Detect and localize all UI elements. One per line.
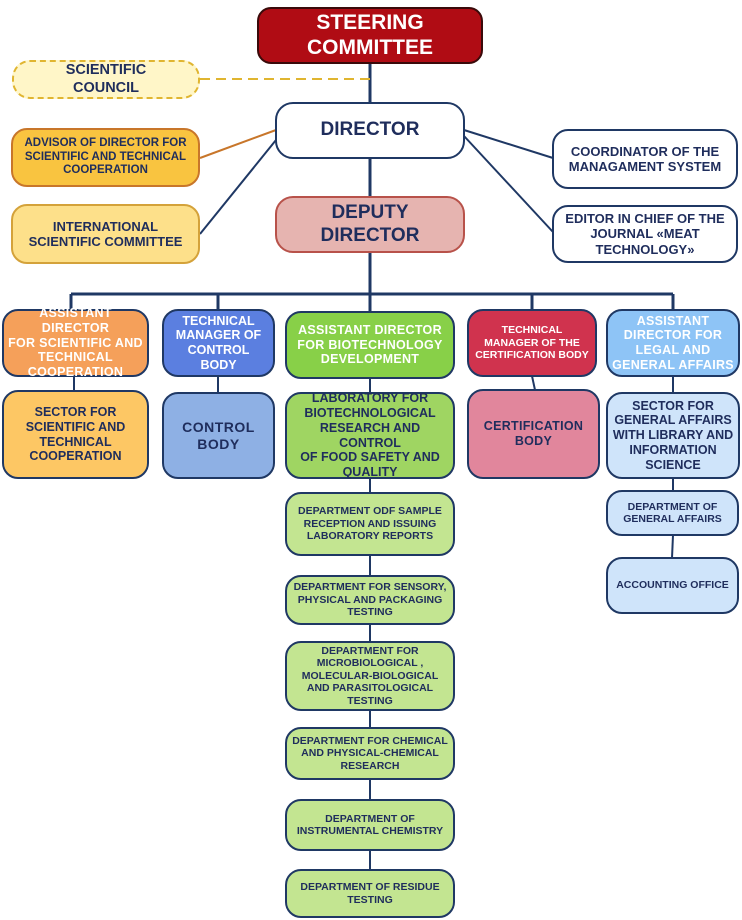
node-tech-manager-certification: TECHNICAL MANAGER OF THE CERTIFICATION B…: [467, 309, 597, 377]
connector-director-advisor: [199, 129, 277, 159]
node-editor-in-chief: EDITOR IN CHIEF OF THE JOURNAL «MEAT TEC…: [552, 205, 738, 263]
node-asst-director-scientific: ASSISTANT DIRECTOR FOR SCIENTIFIC AND TE…: [2, 306, 149, 379]
node-dept-chemical: DEPARTMENT FOR CHEMICAL AND PHYSICAL-CHE…: [285, 727, 455, 780]
connector-director-coordinator: [463, 129, 554, 159]
node-control-body: CONTROL BODY: [162, 392, 275, 479]
connector-director-international: [199, 139, 277, 235]
node-steering-committee: STEERING COMMITTEE: [257, 7, 483, 64]
node-sector-general-affairs: SECTOR FOR GENERAL AFFAIRS WITH LIBRARY …: [606, 392, 740, 479]
connector-dept-general-accounting: [671, 534, 674, 559]
node-director: DIRECTOR: [275, 102, 465, 159]
node-dept-sensory: DEPARTMENT FOR SENSORY, PHYSICAL AND PAC…: [285, 575, 455, 625]
node-dept-general-affairs: DEPARTMENT OF GENERAL AFFAIRS: [606, 490, 739, 536]
node-accounting-office: ACCOUNTING OFFICE: [606, 557, 739, 614]
node-international-committee: INTERNATIONAL SCIENTIFIC COMMITTEE: [11, 204, 200, 264]
node-laboratory: LABORATORY FOR BIOTECHNOLOGICAL RESEARCH…: [285, 391, 455, 479]
node-dept-sample-reception: DEPARTMENT ODF SAMPLE RECEPTION AND ISSU…: [285, 492, 455, 556]
node-dept-microbiological: DEPARTMENT FOR MICROBIOLOGICAL , MOLECUL…: [285, 641, 455, 711]
node-scientific-council: SCIENTIFIC COUNCIL: [12, 60, 200, 99]
node-deputy-director: DEPUTY DIRECTOR: [275, 196, 465, 253]
connector-tech-cert-body: [531, 375, 536, 391]
node-certification-body: CERTIFICATION BODY: [467, 389, 600, 479]
node-asst-director-biotech: ASSISTANT DIRECTOR FOR BIOTECHNOLOGY DEV…: [285, 311, 455, 379]
node-coordinator: COORDINATOR OF THE MANAGAMENT SYSTEM: [552, 129, 738, 189]
connector-director-editor: [463, 135, 554, 233]
node-tech-manager-control: TECHNICAL MANAGER OF CONTROL BODY: [162, 309, 275, 377]
node-asst-director-legal: ASSISTANT DIRECTOR FOR LEGAL AND GENERAL…: [606, 309, 740, 377]
node-sector-scientific: SECTOR FOR SCIENTIFIC AND TECHNICAL COOP…: [2, 390, 149, 479]
node-dept-residue: DEPARTMENT OF RESIDUE TESTING: [285, 869, 455, 918]
node-dept-instrumental: DEPARTMENT OF INSTRUMENTAL CHEMISTRY: [285, 799, 455, 851]
node-advisor: ADVISOR OF DIRECTOR FOR SCIENTIFIC AND T…: [11, 128, 200, 187]
